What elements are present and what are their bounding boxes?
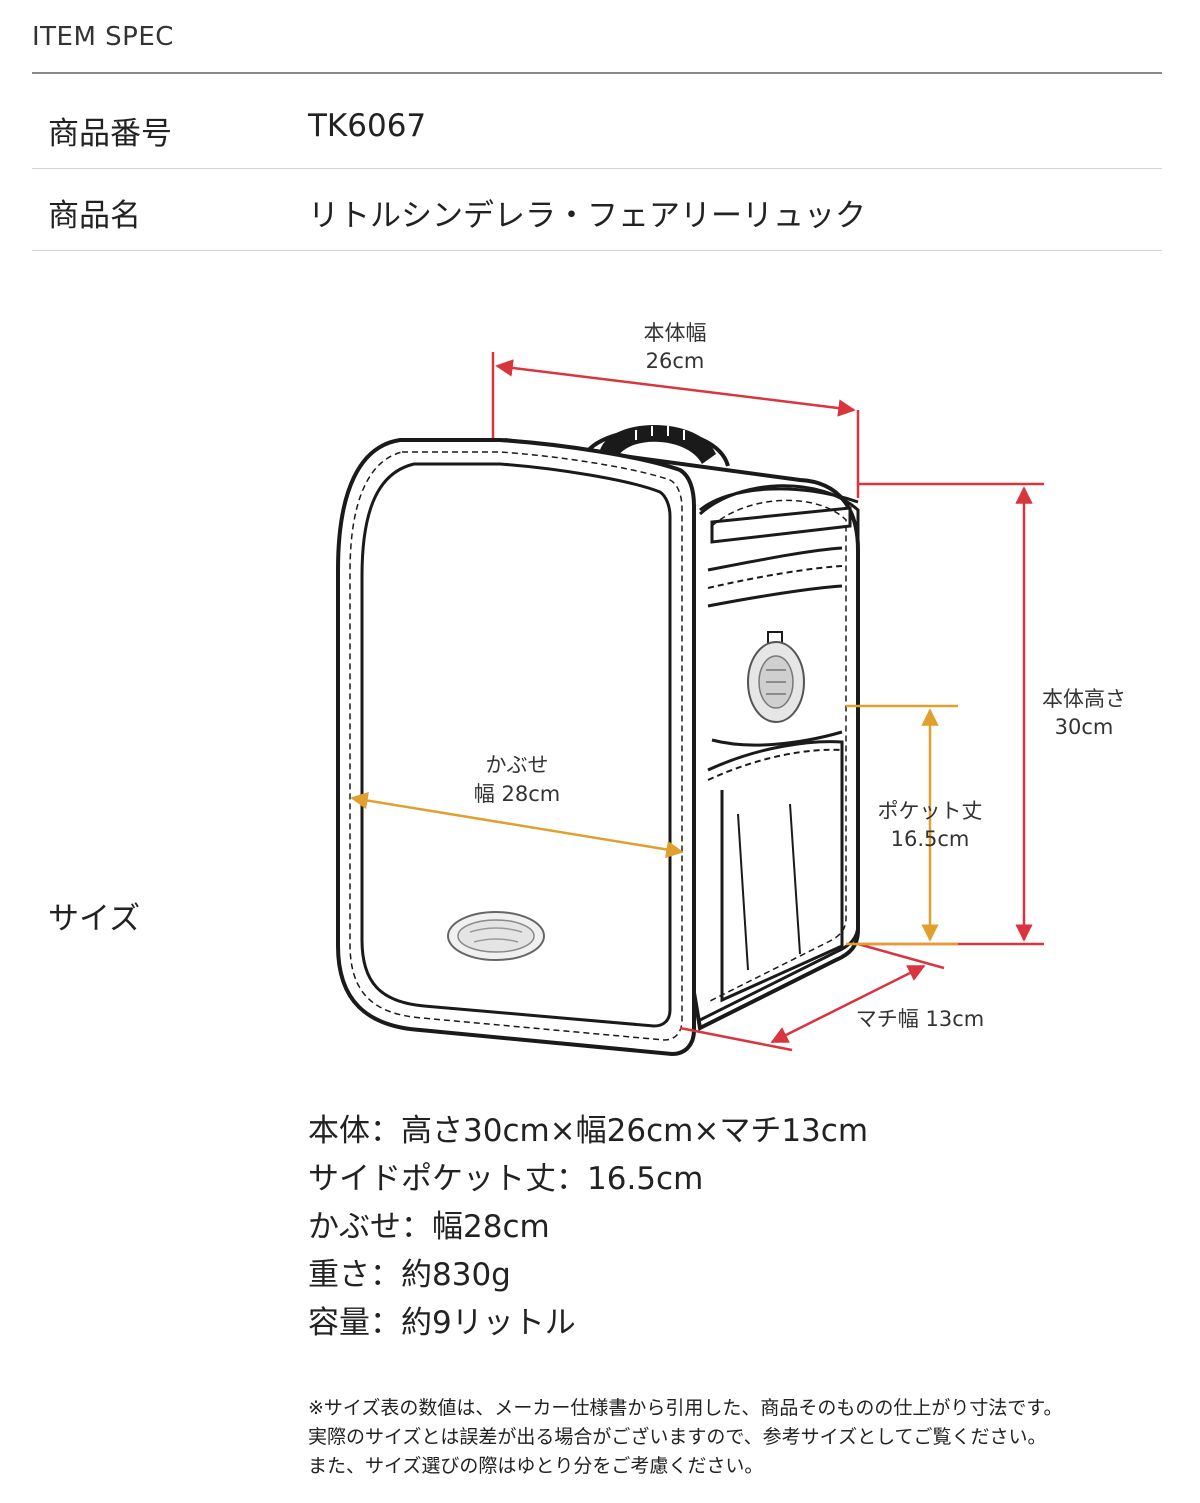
spec-weight: 重さ：約830g	[308, 1257, 511, 1293]
row-divider	[32, 168, 1162, 169]
heading-divider	[32, 72, 1162, 74]
size-notes: ※サイズ表の数値は、メーカー仕様書から引用した、商品そのものの仕上がり寸法です。…	[308, 1394, 1062, 1481]
pocket-height-value: 16.5cm	[891, 827, 970, 851]
backpack-diagram: 本体幅 26cm 本体高さ 30cm かぶせ 幅 28cm ポケット丈 16.5…	[336, 321, 1126, 1057]
flap-width-arrow	[350, 791, 684, 859]
row-divider	[32, 250, 1162, 251]
note-line: ※サイズ表の数値は、メーカー仕様書から引用した、商品そのものの仕上がり寸法です。	[308, 1397, 1063, 1419]
spec-list: 本体：高さ30cm×幅26cm×マチ13cm サイドポケット丈：16.5cm か…	[308, 1107, 868, 1347]
body-width-arrow	[495, 359, 856, 417]
spec-flap: かぶせ：幅28cm	[308, 1209, 550, 1245]
body-width-title: 本体幅	[644, 321, 707, 345]
body-height-value: 30cm	[1055, 715, 1114, 739]
section-heading: ITEM SPEC	[32, 22, 174, 52]
flap-width-title: かぶせ	[486, 753, 549, 777]
product-number-label: 商品番号	[48, 116, 172, 152]
product-number-value: TK6067	[308, 108, 427, 144]
spec-capacity: 容量：約9リットル	[308, 1305, 576, 1341]
backpack-flap	[336, 438, 696, 1057]
size-diagram: 本体幅 26cm 本体高さ 30cm かぶせ 幅 28cm ポケット丈 16.5…	[0, 270, 1200, 1090]
side-pocket	[707, 740, 844, 1003]
note-line: また、サイズ選びの際はゆとり分をご考慮ください。	[308, 1455, 764, 1477]
emblem-icon	[747, 631, 805, 723]
spec-body-size: 本体：高さ30cm×幅26cm×マチ13cm	[308, 1113, 869, 1149]
product-name-label: 商品名	[48, 198, 141, 234]
gusset-width-label: マチ幅 13cm	[856, 1007, 984, 1031]
note-line: 実際のサイズとは誤差が出る場合がございますので、参考サイズとしてご覧ください。	[308, 1426, 1047, 1448]
logo-plate-icon	[447, 911, 545, 961]
body-width-value: 26cm	[646, 349, 705, 373]
size-label: サイズ	[48, 901, 141, 937]
spec-pocket: サイドポケット丈：16.5cm	[308, 1161, 704, 1197]
body-height-title: 本体高さ	[1042, 687, 1126, 711]
gusset-width-arrow	[770, 964, 926, 1044]
pocket-height-title: ポケット丈	[878, 799, 983, 823]
flap-width-value: 幅 28cm	[474, 782, 560, 806]
product-name-value: リトルシンデレラ・フェアリーリュック	[308, 198, 866, 234]
